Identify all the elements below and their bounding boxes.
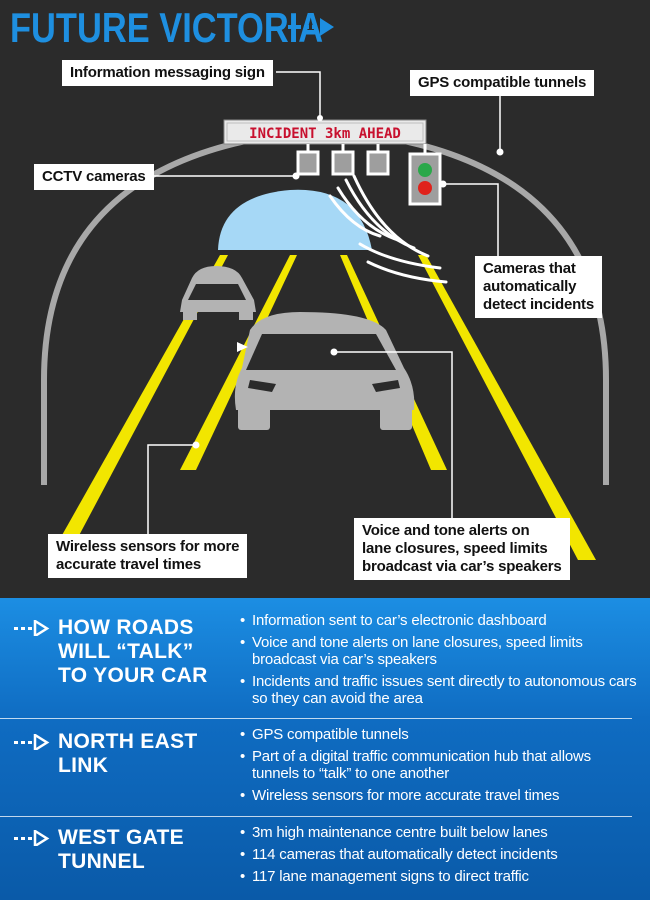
leader-info-sign xyxy=(276,71,321,120)
section-list: GPS compatible tunnels Part of a digital… xyxy=(240,726,640,809)
section-arrow-icon xyxy=(14,830,50,846)
list-item: 3m high maintenance centre built below l… xyxy=(240,824,640,841)
info-sign-box xyxy=(223,119,427,145)
section-arrow-icon xyxy=(14,734,50,750)
lane-line-right-outer xyxy=(418,255,596,560)
tunnel-scene: INCIDENT 3km AHEAD xyxy=(41,71,609,560)
near-car-arrow-icon xyxy=(237,342,248,352)
near-car xyxy=(234,312,415,430)
leader-cameras xyxy=(443,183,499,256)
list-item: Information sent to car’s electronic das… xyxy=(240,612,640,629)
section-title: NORTH EAST LINK xyxy=(58,730,198,777)
list-item: Part of a digital traffic communication … xyxy=(240,748,640,782)
callout-cameras-detect: Cameras that automatically detect incide… xyxy=(475,256,602,318)
lane-line-left-inner xyxy=(180,255,297,470)
section-arrow-icon xyxy=(14,620,50,636)
section-list: 3m high maintenance centre built below l… xyxy=(240,824,640,890)
traffic-light-icon xyxy=(408,144,442,206)
section-list: Information sent to car’s electronic das… xyxy=(240,612,640,712)
info-sign-text: INCIDENT 3km AHEAD xyxy=(249,126,401,142)
callout-wireless: Wireless sensors for more accurate trave… xyxy=(48,534,248,578)
detection-waves-icon xyxy=(328,174,448,284)
divider xyxy=(0,718,632,719)
page-title: FUTURE VICTORIA xyxy=(10,4,324,51)
callout-info-sign: Information messaging sign xyxy=(62,60,273,86)
callout-voice: Voice and tone alerts on lane closures, … xyxy=(354,518,570,580)
lane-line-left-outer xyxy=(48,255,228,560)
far-car xyxy=(180,266,256,320)
callout-cctv: CCTV cameras xyxy=(34,164,154,190)
list-item: Incidents and traffic issues sent direct… xyxy=(240,673,640,707)
list-item: Voice and tone alerts on lane closures, … xyxy=(240,634,640,668)
title-arrow-icon xyxy=(288,18,334,36)
list-item: 114 cameras that automatically detect in… xyxy=(240,846,640,863)
list-item: GPS compatible tunnels xyxy=(240,726,640,743)
list-item: 117 lane management signs to direct traf… xyxy=(240,868,640,885)
section-title: WEST GATE TUNNEL xyxy=(58,826,184,873)
cctv-camera-icon xyxy=(296,150,390,176)
leader-voice xyxy=(334,351,453,518)
section-title: HOW ROADS WILL “TALK” TO YOUR CAR xyxy=(58,616,208,687)
sensor-dome xyxy=(218,189,372,250)
info-panel: HOW ROADS WILL “TALK” TO YOUR CAR Inform… xyxy=(0,598,650,900)
leader-wireless xyxy=(147,444,196,534)
callout-gps-tunnels: GPS compatible tunnels xyxy=(410,70,595,96)
list-item: Wireless sensors for more accurate trave… xyxy=(240,787,640,804)
divider xyxy=(0,816,632,817)
